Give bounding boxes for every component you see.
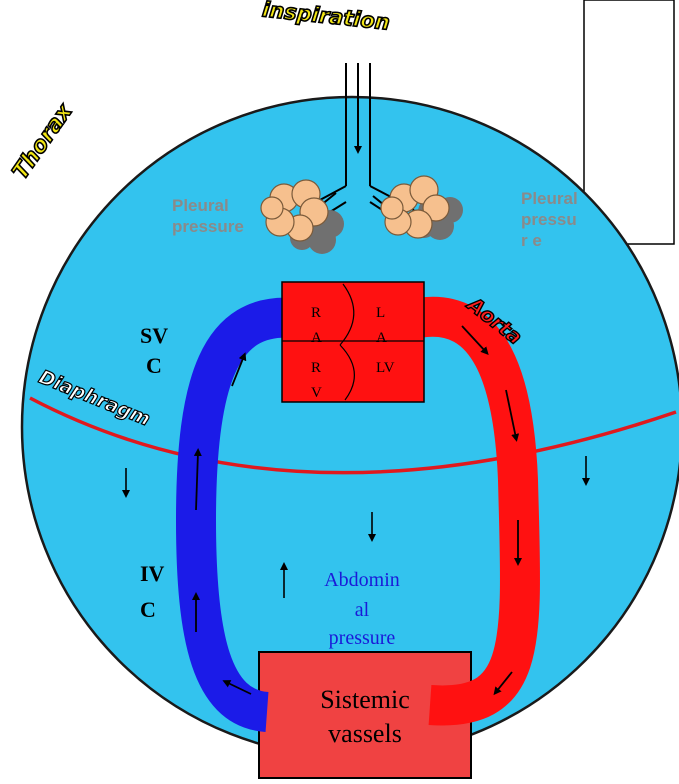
pleural-pressure-right-label: Pleural pressur e	[521, 188, 583, 251]
left-atrium-l: L	[376, 304, 385, 322]
right-atrium-a: A	[311, 329, 322, 347]
right-atrium-r: R	[311, 304, 321, 322]
right-ventricle-r: R	[311, 359, 321, 377]
systemic-vessels-label-2: vassels	[259, 718, 471, 750]
abdominal-pressure-2: al	[298, 596, 426, 624]
svc-label: SV	[140, 322, 168, 350]
right-ventricle-v: V	[311, 384, 322, 402]
ivc-label-c: C	[140, 596, 156, 624]
ivc-label: IV	[140, 560, 164, 588]
pleural-pressure-left-label: Pleural pressure	[172, 195, 262, 237]
abdominal-pressure-1: Abdomin	[298, 566, 426, 594]
systemic-vessels-label-1: Sistemic	[259, 684, 471, 716]
left-ventricle-label: LV	[376, 359, 395, 377]
left-atrium-a: A	[376, 329, 387, 347]
abdominal-pressure-3: pressure	[298, 624, 426, 652]
svc-label-c: C	[146, 352, 162, 380]
